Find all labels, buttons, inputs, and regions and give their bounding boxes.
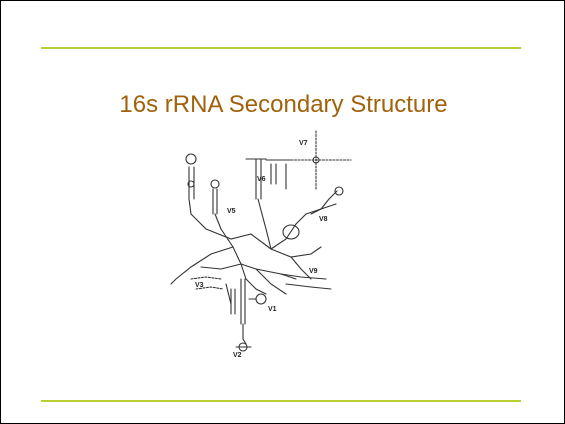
central-backbone — [170, 203, 337, 295]
v1-label: V1 — [268, 306, 277, 313]
v9-label: V9 — [309, 268, 318, 275]
v8-label: V8 — [319, 216, 328, 223]
v8-domain — [310, 186, 344, 215]
v9-domain — [280, 273, 332, 290]
v5-label: V5 — [227, 208, 236, 215]
v6-domain — [255, 158, 287, 250]
v2-label: V2 — [233, 352, 242, 359]
left-stem — [185, 153, 222, 230]
v3-label: V3 — [195, 282, 204, 289]
rrna-structure-svg: V7 V6 V5 V8 V9 V3 V1 V2 — [170, 130, 352, 359]
rrna-structure-diagram: V7 V6 V5 V8 V9 V3 V1 V2 — [161, 129, 401, 359]
v7-label: V7 — [299, 140, 308, 147]
top-divider — [41, 47, 521, 49]
v1-v2-domain — [230, 278, 267, 352]
slide-title: 16s rRNA Secondary Structure — [119, 91, 448, 118]
v3-domain — [190, 276, 232, 305]
bottom-divider — [41, 400, 521, 402]
v6-label: V6 — [257, 176, 266, 183]
